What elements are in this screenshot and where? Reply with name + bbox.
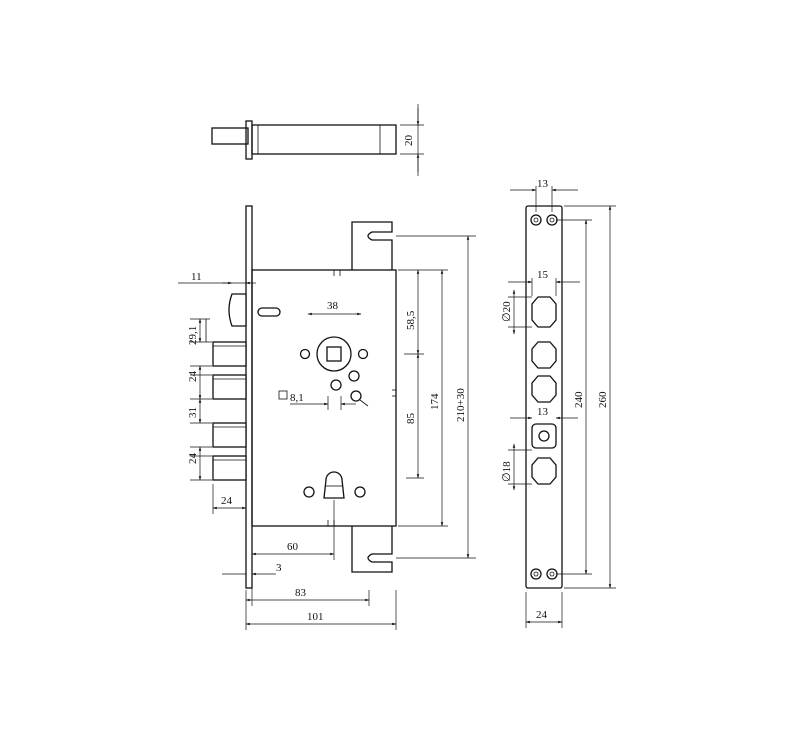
dim-13-top: 13 [537, 178, 549, 190]
dim-24-c: 24 [221, 495, 233, 507]
dim-83: 83 [295, 587, 307, 599]
dim-174: 174 [429, 393, 441, 410]
dim-210-30: 210+30 [455, 388, 467, 422]
dim-3: 3 [276, 562, 282, 574]
dim-15: 15 [537, 269, 549, 281]
strike-plate [525, 205, 563, 589]
dimension-labels: 20 13 11 38 58,5 29,1 24 31 24 24 8,1 85… [187, 135, 609, 624]
dim-phi18: ∅18 [501, 461, 513, 482]
dim-24-b: 24 [187, 453, 199, 465]
dim-24-a: 24 [187, 371, 199, 383]
strike-plate-dimensions [508, 186, 616, 628]
dim-29-1: 29,1 [187, 326, 199, 345]
dim-20: 20 [403, 135, 415, 147]
dim-13-mid: 13 [537, 406, 549, 418]
bolt-side-view [211, 104, 424, 176]
dim-85: 85 [405, 413, 417, 425]
dim-240: 240 [573, 391, 585, 408]
dim-31: 31 [187, 407, 199, 418]
dim-101: 101 [307, 611, 324, 623]
main-dimensions [178, 235, 476, 630]
dim-24-bottom: 24 [536, 609, 548, 621]
dim-58-5: 58,5 [405, 310, 417, 330]
lock-body-front-view [205, 205, 397, 589]
dim-260: 260 [597, 391, 609, 408]
dim-11: 11 [191, 271, 202, 283]
dim-8-1: 8,1 [290, 392, 304, 404]
dim-phi20: ∅20 [501, 301, 513, 322]
dim-38: 38 [327, 300, 339, 312]
dim-60: 60 [287, 541, 299, 553]
